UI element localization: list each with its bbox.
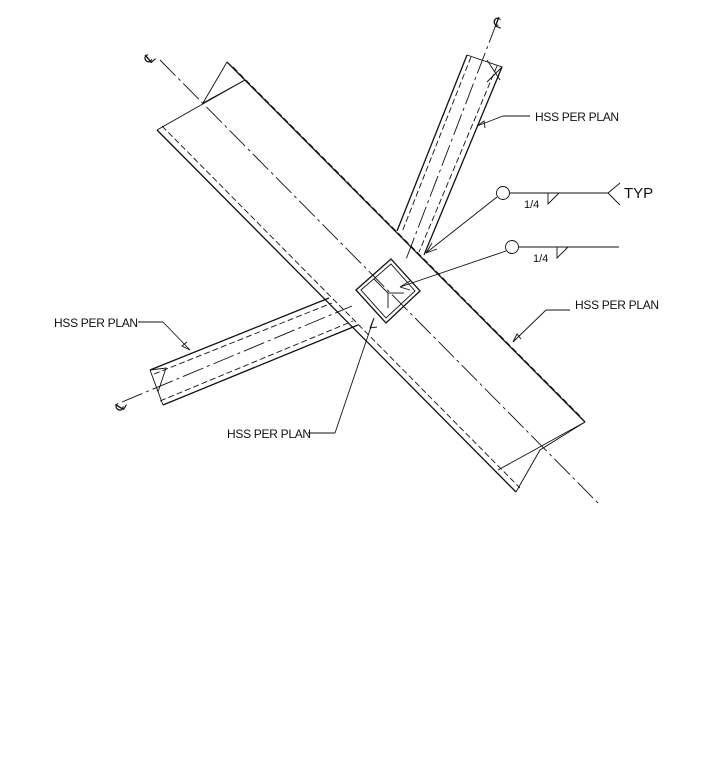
hss-label-right: HSS PER PLAN — [575, 298, 659, 312]
weld-symbol-typ: 1/4 TYP — [425, 182, 653, 254]
hss-label-left: HSS PER PLAN — [54, 316, 138, 330]
centerline-symbol-main: ℄ — [141, 50, 159, 69]
left-branch-centerline — [121, 305, 353, 403]
main-diagonal-hss — [156, 61, 586, 493]
weld-symbol-2: 1/4 — [399, 240, 619, 291]
hss-label-bottom: HSS PER PLAN — [227, 427, 311, 441]
centerline-symbol-left: ℄ — [112, 399, 131, 416]
upper-branch-centerline — [404, 21, 498, 263]
main-centerline — [159, 59, 601, 506]
weld-all-around-icon — [505, 240, 519, 254]
fillet-weld-icon — [556, 246, 569, 260]
left-branch-hss — [149, 297, 359, 406]
label-hss-right: HSS PER PLAN — [512, 298, 659, 343]
hss-label-upper-right: HSS PER PLAN — [535, 110, 619, 124]
label-hss-bottom: HSS PER PLAN — [227, 317, 378, 441]
label-hss-upper-right: HSS PER PLAN — [476, 110, 619, 129]
fillet-weld-icon — [547, 192, 560, 206]
weld-all-around-icon — [496, 186, 510, 200]
centerline-symbol-upper: ℄ — [490, 14, 505, 32]
upper-right-branch-hss — [396, 54, 503, 256]
weld-size-1: 1/4 — [524, 199, 539, 211]
hss-section-square — [355, 258, 421, 324]
label-hss-left: HSS PER PLAN — [54, 316, 191, 351]
centerlines: ℄ ℄ ℄ — [112, 14, 601, 506]
weld-typ-note: TYP — [624, 185, 653, 202]
weld-size-2: 1/4 — [533, 253, 548, 265]
